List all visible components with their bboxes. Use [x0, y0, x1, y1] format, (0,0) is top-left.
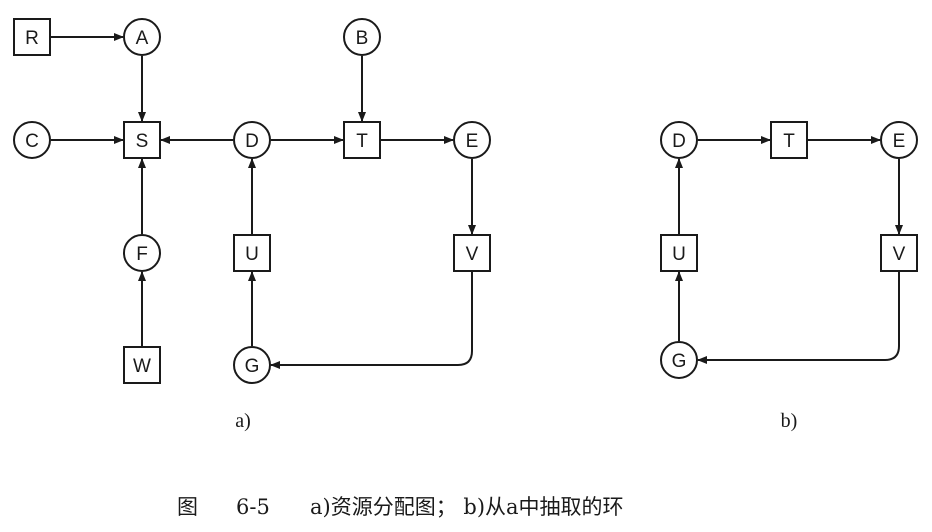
- diagram-b-node-u: U: [660, 234, 698, 272]
- caption-text: a)资源分配图； b)从a中抽取的环: [310, 495, 624, 519]
- diagram-a-node-b: B: [343, 18, 381, 56]
- diagram-a-node-a: A: [123, 18, 161, 56]
- process-circle: [343, 18, 381, 56]
- node-label: B: [356, 28, 369, 49]
- diagram-a-edge-v-to-g: [270, 271, 473, 369]
- diagram-a-node-e: E: [453, 121, 491, 159]
- diagram-a-node-g: G: [233, 346, 271, 384]
- resource-square: [880, 234, 918, 272]
- diagram-a-node-u: U: [233, 234, 271, 272]
- node-label: E: [466, 131, 479, 152]
- node-label: W: [133, 356, 151, 377]
- node-label: G: [245, 356, 260, 377]
- resource-square: [233, 234, 271, 272]
- diagram-b-node-e: E: [880, 121, 918, 159]
- diagram-b-label: b): [781, 410, 798, 432]
- node-label: R: [25, 28, 39, 49]
- process-circle: [123, 234, 161, 272]
- diagram-a-node-c: C: [13, 121, 51, 159]
- diagram-a-node-w: W: [123, 346, 161, 384]
- node-label: G: [672, 351, 687, 372]
- resource-square: [123, 346, 161, 384]
- process-circle: [13, 121, 51, 159]
- diagram-a-node-r: R: [13, 18, 51, 56]
- node-label: T: [356, 131, 368, 152]
- process-circle: [660, 341, 698, 379]
- caption-number: 6-5: [236, 495, 270, 519]
- process-circle: [453, 121, 491, 159]
- node-label: V: [466, 244, 479, 265]
- process-circle: [233, 346, 271, 384]
- diagram-b-node-g: G: [660, 341, 698, 379]
- diagram-b-nodes: D T E U V G: [660, 121, 918, 379]
- node-label: S: [136, 131, 149, 152]
- diagram-a-edges: [51, 33, 476, 369]
- diagram-a-node-d: D: [233, 121, 271, 159]
- diagram-a-node-f: F: [123, 234, 161, 272]
- resource-square: [13, 18, 51, 56]
- node-label: T: [783, 131, 795, 152]
- node-label: U: [672, 244, 686, 265]
- process-circle: [233, 121, 271, 159]
- caption-prefix: 图: [177, 495, 198, 519]
- node-label: D: [245, 131, 259, 152]
- resource-square: [123, 121, 161, 159]
- diagram-b-edges: [675, 136, 903, 364]
- node-label: V: [893, 244, 906, 265]
- node-label: F: [136, 244, 148, 265]
- diagram-b-edge-v-to-g: [697, 271, 900, 364]
- diagram-a-node-t: T: [343, 121, 381, 159]
- node-label: A: [136, 28, 149, 49]
- node-label: U: [245, 244, 259, 265]
- node-label: D: [672, 131, 686, 152]
- diagram-b-node-t: T: [770, 121, 808, 159]
- diagram-b-node-v: V: [880, 234, 918, 272]
- resource-square: [770, 121, 808, 159]
- node-label: C: [25, 131, 39, 152]
- diagram-a-node-s: S: [123, 121, 161, 159]
- resource-square: [453, 234, 491, 272]
- process-circle: [880, 121, 918, 159]
- diagram-a-nodes: R A B C S D T E F U V W G: [13, 18, 491, 384]
- node-label: E: [893, 131, 906, 152]
- resource-square: [660, 234, 698, 272]
- process-circle: [660, 121, 698, 159]
- resource-square: [343, 121, 381, 159]
- diagram-b-node-d: D: [660, 121, 698, 159]
- diagram-a-label: a): [235, 410, 251, 432]
- diagram-a-node-v: V: [453, 234, 491, 272]
- process-circle: [123, 18, 161, 56]
